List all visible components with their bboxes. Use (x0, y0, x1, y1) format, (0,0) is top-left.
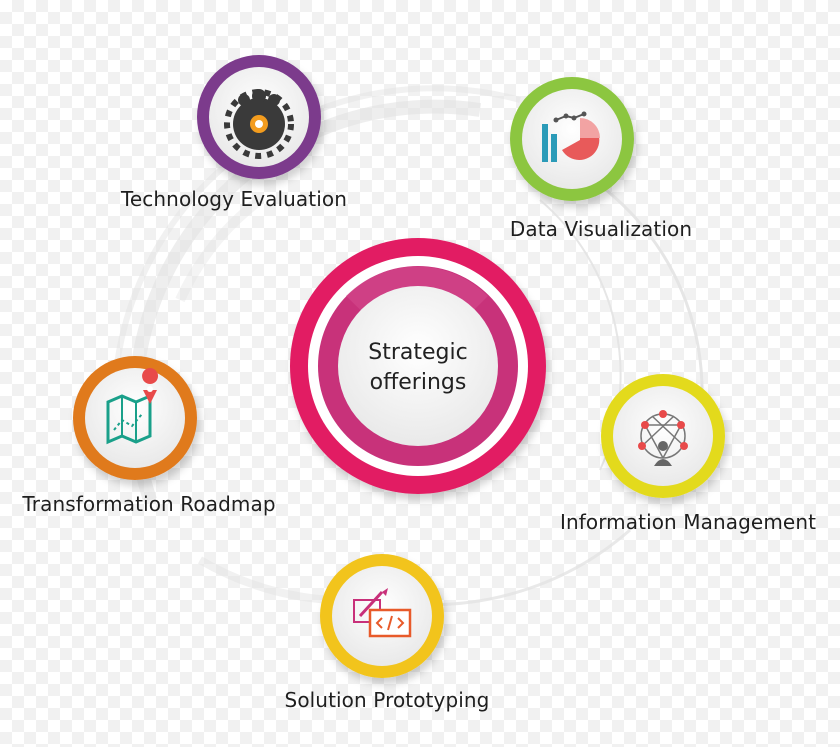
center-title: Strategic offerings (348, 338, 488, 398)
map-pin-icon (106, 368, 159, 445)
code-pencil-icon (353, 588, 412, 638)
chart-icon (542, 111, 600, 162)
network-person-icon (638, 410, 688, 466)
node-information-management[interactable] (601, 374, 725, 498)
label-information-management: Information Management (559, 510, 817, 534)
center-circle (290, 238, 546, 494)
node-data-visualization[interactable] (510, 77, 634, 201)
label-solution-prototyping: Solution Prototyping (284, 688, 490, 712)
label-technology-evaluation: Technology Evaluation (120, 187, 348, 211)
label-data-visualization: Data Visualization (509, 217, 693, 241)
label-transformation-roadmap: Transformation Roadmap (22, 492, 276, 516)
center-title-line1: Strategic (368, 340, 468, 365)
center-title-line2: offerings (369, 370, 467, 395)
team-gear-icon (224, 89, 294, 159)
